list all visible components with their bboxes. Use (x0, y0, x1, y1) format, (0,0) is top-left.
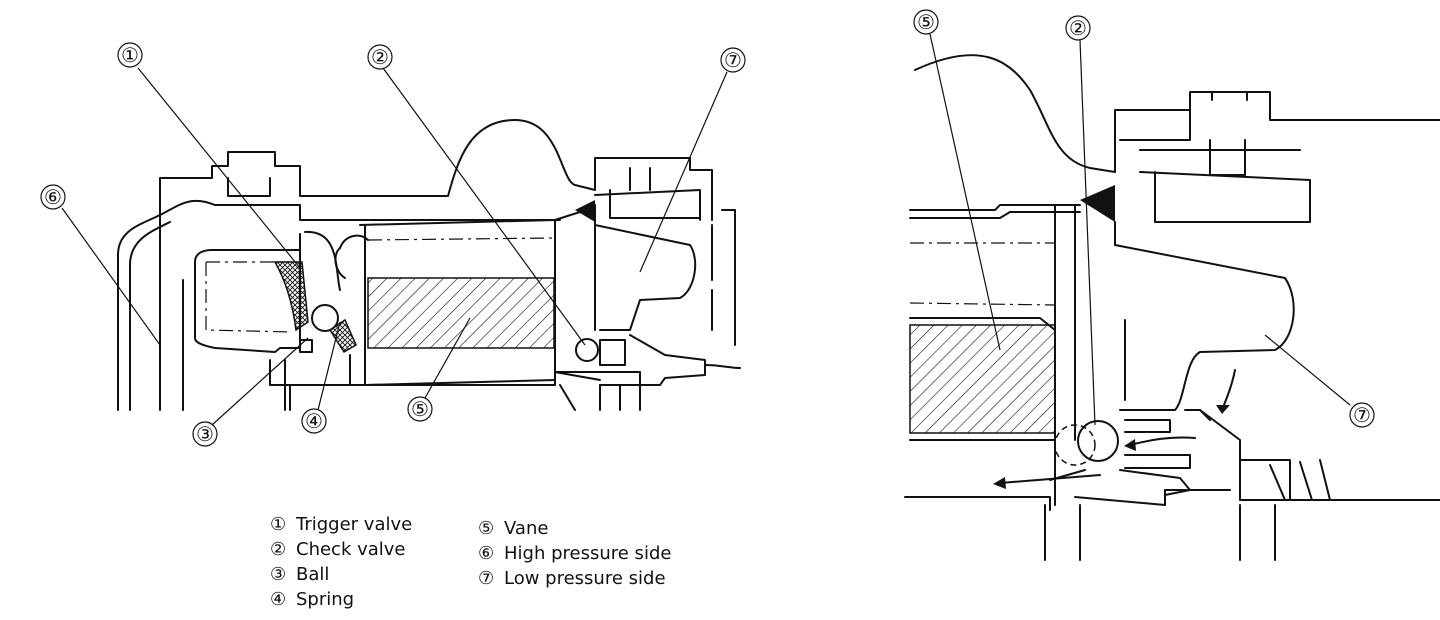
legend-item-spring: ④ Spring (270, 587, 412, 612)
legend-label: Low pressure side (504, 568, 666, 589)
svg-text:⑦: ⑦ (724, 48, 742, 72)
legend-column-2: ⑤ Vane ⑥ High pressure side ⑦ Low pressure … (478, 516, 671, 591)
right-callouts: ⑤ ② ⑦ (913, 9, 1375, 428)
svg-text:⑥: ⑥ (44, 185, 62, 209)
callout-2: ② (367, 44, 393, 70)
callout-4: ④ (301, 408, 327, 434)
legend-item-high-pressure-side: ⑥ High pressure side (478, 541, 671, 566)
svg-text:⑦: ⑦ (1353, 403, 1371, 427)
left-callouts: ① ② ⑦ ⑥ ③ ④ ⑤ (40, 42, 746, 447)
left-pump-section-view (117, 119, 741, 411)
right-callout-7: ⑦ (1349, 402, 1375, 428)
svg-text:④: ④ (305, 409, 323, 433)
legend-item-vane: ⑤ Vane (478, 516, 671, 541)
legend-label: High pressure side (504, 543, 672, 564)
legend-label: Check valve (296, 539, 406, 560)
legend-number: ④ (270, 589, 287, 610)
legend-item-check-valve: ② Check valve (270, 537, 412, 562)
legend-item-low-pressure-side: ⑦ Low pressure side (478, 566, 671, 591)
legend-label: Ball (296, 564, 330, 585)
check-valve-part (575, 338, 599, 362)
legend-number: ⑥ (478, 543, 495, 564)
right-leader-lines (929, 33, 1351, 426)
callout-1: ① (117, 42, 143, 68)
right-callout-5: ⑤ (913, 9, 939, 35)
legend-label: Trigger valve (296, 514, 413, 535)
vane-part (367, 277, 555, 349)
legend-item-trigger-valve: ① Trigger valve (270, 512, 412, 537)
svg-text:⑤: ⑤ (411, 397, 429, 421)
svg-text:⑤: ⑤ (917, 10, 935, 34)
right-callout-2: ② (1065, 15, 1091, 41)
svg-text:③: ③ (196, 422, 214, 446)
legend-number: ⑤ (478, 518, 495, 539)
left-leader-lines (61, 67, 728, 426)
callout-6: ⑥ (40, 184, 66, 210)
legend-number: ① (270, 514, 287, 535)
legend-number: ③ (270, 564, 287, 585)
svg-text:①: ① (121, 43, 139, 67)
legend-number: ② (270, 539, 287, 560)
svg-text:②: ② (1069, 16, 1087, 40)
callout-5: ⑤ (407, 396, 433, 422)
right-vane-part (909, 324, 1056, 434)
callout-7: ⑦ (720, 47, 746, 73)
legend-item-ball: ③ Ball (270, 562, 412, 587)
svg-text:②: ② (371, 45, 389, 69)
callout-3: ③ (192, 421, 218, 447)
ball-part (311, 304, 339, 332)
legend-column-1: ① Trigger valve ② Check valve ③ Ball ④ Sprin… (270, 512, 412, 612)
right-check-valve-ball (1077, 420, 1119, 462)
right-pump-detail-view (904, 54, 1440, 561)
legend-label: Spring (296, 589, 355, 610)
legend-number: ⑦ (478, 568, 495, 589)
legend-label: Vane (504, 518, 549, 539)
